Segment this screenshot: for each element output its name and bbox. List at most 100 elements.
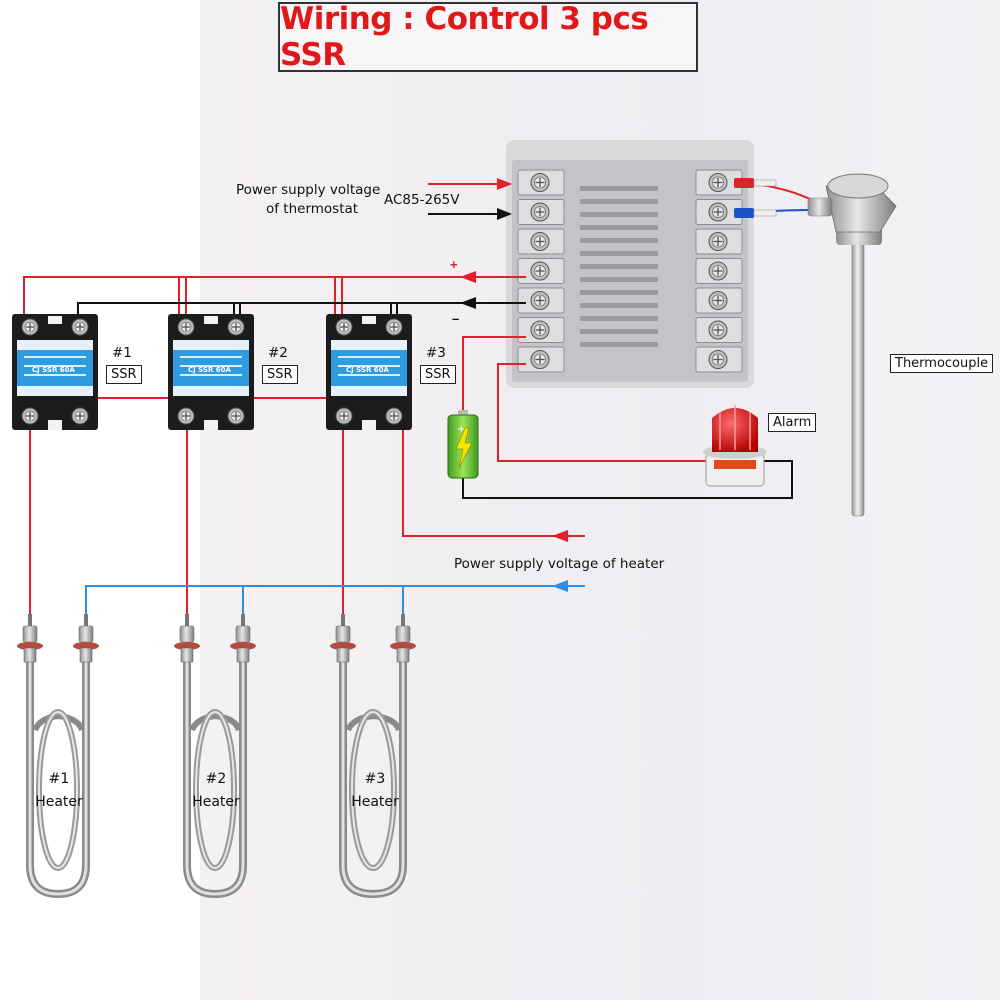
- heater-2-name: Heater: [192, 794, 240, 810]
- ssr-input-screw-icon: [385, 318, 403, 336]
- svg-text:+: +: [457, 424, 465, 435]
- heater-1-name: Heater: [35, 794, 83, 810]
- heater-gasket: [390, 642, 416, 650]
- heater-elements: [17, 614, 416, 899]
- thermocouple-label: Thermocouple: [890, 354, 994, 373]
- thermostat-voltage-label: AC85-265V: [384, 192, 460, 208]
- ssr-output-screw-icon: [385, 407, 403, 425]
- heater-1-number: #1: [48, 771, 70, 787]
- vent-slot: [580, 342, 658, 347]
- terminal-screw-icon: [708, 261, 728, 281]
- heater-3-name: Heater: [351, 794, 399, 810]
- ssr-output-screw-icon: [335, 407, 353, 425]
- ssr-input-screw-icon: [227, 318, 245, 336]
- terminal-screw-icon: [530, 320, 550, 340]
- thermostat-unit: [506, 140, 754, 388]
- ssr-input-screw-icon: [71, 318, 89, 336]
- heater-gasket: [17, 642, 43, 650]
- heater-live-arrow: [552, 530, 568, 542]
- heater-3-label: #3 Heater: [345, 768, 405, 814]
- ssr-input-screw-icon: [21, 318, 39, 336]
- terminal-screw-icon: [708, 291, 728, 310]
- terminal-screw-icon: [708, 173, 728, 192]
- ssr-2-label: SSR: [262, 365, 298, 384]
- heater-terminal-nut: [335, 625, 351, 643]
- ssr-module-2: CJ SSR 60A: [168, 314, 254, 430]
- heater-terminal-pin: [28, 614, 32, 628]
- ssr-output-screw-icon: [227, 407, 245, 425]
- heater-gasket: [73, 642, 99, 650]
- positive-sign: +: [450, 257, 458, 272]
- ssr-2-number: #2: [268, 345, 288, 361]
- vent-slot: [580, 199, 658, 204]
- ssr-module-3: CJ SSR 60A: [326, 314, 412, 430]
- heater-terminal-nut: [22, 625, 38, 643]
- positive-arrow: [460, 271, 476, 283]
- battery-icon: +: [447, 410, 479, 479]
- thermostat-left-terminals: [517, 169, 565, 373]
- ssr-module-1: CJ SSR 60A: [12, 314, 98, 430]
- thermostat-vent-slots: [580, 186, 658, 347]
- ssr-3-label: SSR: [420, 365, 456, 384]
- ssr-face-text: CJ SSR 60A: [32, 366, 76, 374]
- terminal-screw-icon: [530, 173, 550, 192]
- heater-power-wires: [29, 430, 585, 615]
- heater-element-2: [174, 614, 256, 899]
- page-title: Wiring : Control 3 pcs SSR: [280, 1, 649, 73]
- vent-slot: [580, 251, 658, 256]
- heater-element-3: [330, 614, 416, 899]
- ssr-face-text: CJ SSR 60A: [346, 366, 390, 374]
- vent-slot: [580, 277, 658, 282]
- heater-terminal-nut: [179, 625, 195, 643]
- thermostat-face: [512, 160, 748, 382]
- vent-slot: [580, 225, 658, 230]
- terminal-screw-icon: [708, 350, 728, 369]
- thermostat-power-label-line1: Power supply voltage: [236, 182, 381, 198]
- heater-2-number: #2: [205, 771, 227, 787]
- thermostat-power-label-line2: of thermostat: [266, 201, 359, 217]
- alarm-beacon-icon: [703, 405, 767, 487]
- ssr-output-screw-icon: [71, 407, 89, 425]
- ssr-1-number: #1: [112, 345, 132, 361]
- thermocouple-probe: [807, 173, 897, 517]
- heater-2-label: #2 Heater: [186, 768, 246, 814]
- ssr-face-label: [173, 340, 249, 396]
- ssr-3-number: #3: [426, 345, 446, 361]
- ssr-output-screw-icon: [177, 407, 195, 425]
- terminal-screw-icon: [530, 350, 550, 369]
- thermostat-right-terminals: [695, 169, 743, 373]
- ssr-input-screw-icon: [335, 318, 353, 336]
- vent-slot: [580, 290, 658, 295]
- ssr-face-label: [331, 340, 407, 396]
- heater-terminal-nut: [78, 625, 94, 643]
- thermostat-power-wires: [428, 178, 512, 220]
- terminal-screw-icon: [530, 261, 550, 281]
- heater-terminal-pin: [84, 614, 88, 628]
- vent-slot: [580, 329, 658, 334]
- ssr-output-screw-icon: [21, 407, 39, 425]
- heater-element-1: [17, 614, 99, 899]
- alarm-circuit-wires: [462, 336, 793, 499]
- terminal-screw-icon: [530, 232, 550, 251]
- heater-terminal-pin: [401, 614, 405, 628]
- heater-gasket: [174, 642, 200, 650]
- heater-terminal-nut: [235, 625, 251, 643]
- heater-terminal-pin: [341, 614, 345, 628]
- vent-slot: [580, 212, 658, 217]
- ssr-modules: CJ SSR 60A CJ SSR 60A CJ SSR 60A: [12, 314, 412, 430]
- vent-slot: [580, 264, 658, 269]
- terminal-screw-icon: [708, 320, 728, 340]
- ssr-face-text: CJ SSR 60A: [188, 366, 232, 374]
- terminal-screw-icon: [530, 202, 550, 222]
- ssr-input-screw-icon: [177, 318, 195, 336]
- terminal-screw-icon: [708, 202, 728, 222]
- alarm-label: Alarm: [768, 413, 817, 432]
- heater-gasket: [230, 642, 256, 650]
- negative-arrow: [460, 297, 476, 309]
- ssr-1-label: SSR: [106, 365, 142, 384]
- title-box: Wiring : Control 3 pcs SSR: [278, 1, 698, 73]
- heater-terminal-pin: [241, 614, 245, 628]
- heater-3-number: #3: [364, 771, 386, 787]
- vent-slot: [580, 303, 658, 308]
- terminal-screw-icon: [708, 232, 728, 251]
